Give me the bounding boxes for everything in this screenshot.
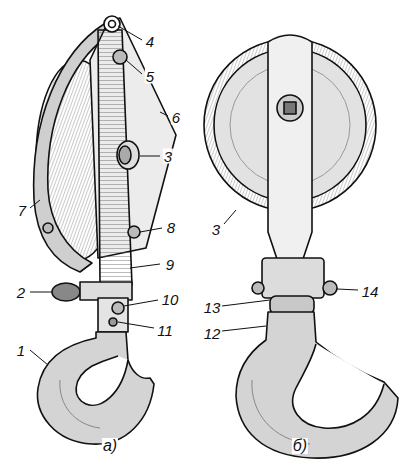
callout-number: 6 (171, 110, 181, 125)
callout-number: 7 (17, 203, 27, 218)
nut (112, 302, 124, 314)
leader-lines (30, 26, 358, 365)
hook (38, 332, 154, 444)
callout-number: 12 (203, 326, 222, 341)
callout-number: 9 (165, 257, 175, 272)
callout-number: 14 (361, 284, 380, 299)
callout-number: 3 (211, 222, 221, 237)
strap (98, 30, 132, 285)
hook (236, 312, 398, 458)
nut (52, 283, 80, 301)
callout-number: 1 (16, 343, 26, 358)
pin (323, 281, 337, 295)
callout-number: 10 (161, 292, 180, 307)
callout-number: 11 (156, 323, 174, 338)
strap (268, 35, 312, 262)
figure-letter: а) (102, 438, 118, 454)
traverse (98, 298, 128, 332)
axle-boss (117, 141, 139, 169)
swivel (262, 258, 324, 298)
axle (277, 95, 303, 121)
callout-number: 4 (145, 34, 155, 49)
callout-number: 2 (16, 285, 26, 300)
nut (128, 226, 140, 238)
callout-number: 5 (145, 69, 155, 84)
pin (109, 318, 117, 326)
figure-letter: б) (292, 438, 308, 454)
callout-number: 3 (163, 149, 173, 164)
eye (104, 16, 120, 32)
nut (113, 50, 127, 64)
callout-number: 13 (203, 300, 222, 315)
callout-number: 8 (166, 220, 176, 235)
